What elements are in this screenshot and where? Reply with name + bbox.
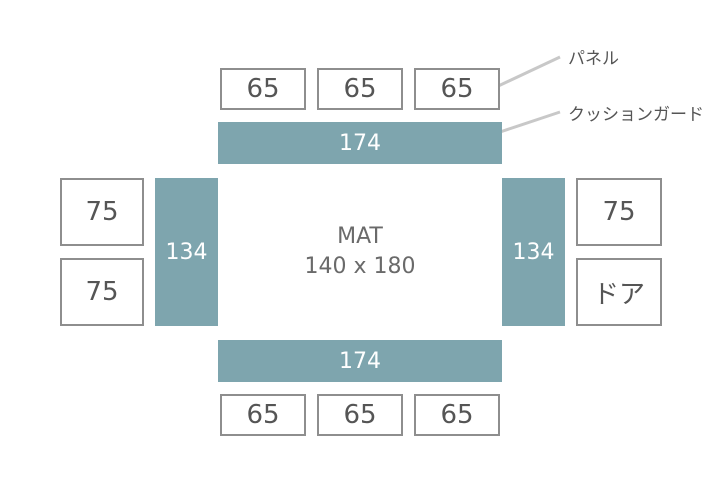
top-panel-2: 65	[317, 68, 403, 110]
bottom-panel-2: 65	[317, 394, 403, 436]
top-cushion-guard: 174	[218, 122, 502, 164]
top-panel-3: 65	[414, 68, 500, 110]
bottom-panel-3: 65	[414, 394, 500, 436]
left-panel-1: 75	[60, 178, 144, 246]
cushion-guard-callout-label: クッションガード	[568, 105, 704, 125]
left-panel-2: 75	[60, 258, 144, 326]
panel-callout-label: パネル	[568, 49, 619, 69]
panel-leader-line	[493, 55, 561, 90]
bottom-panel-1: 65	[220, 394, 306, 436]
mat-area: MAT 140 x 180	[218, 178, 502, 326]
cushion-guard-leader-line	[493, 110, 561, 136]
left-cushion-guard: 134	[155, 178, 218, 326]
mat-title: MAT	[337, 224, 383, 249]
bottom-cushion-guard: 174	[218, 340, 502, 382]
right-door-panel: ドア	[576, 258, 662, 326]
top-panel-1: 65	[220, 68, 306, 110]
right-panel-1: 75	[576, 178, 662, 246]
right-cushion-guard: 134	[502, 178, 565, 326]
mat-size: 140 x 180	[304, 254, 416, 279]
